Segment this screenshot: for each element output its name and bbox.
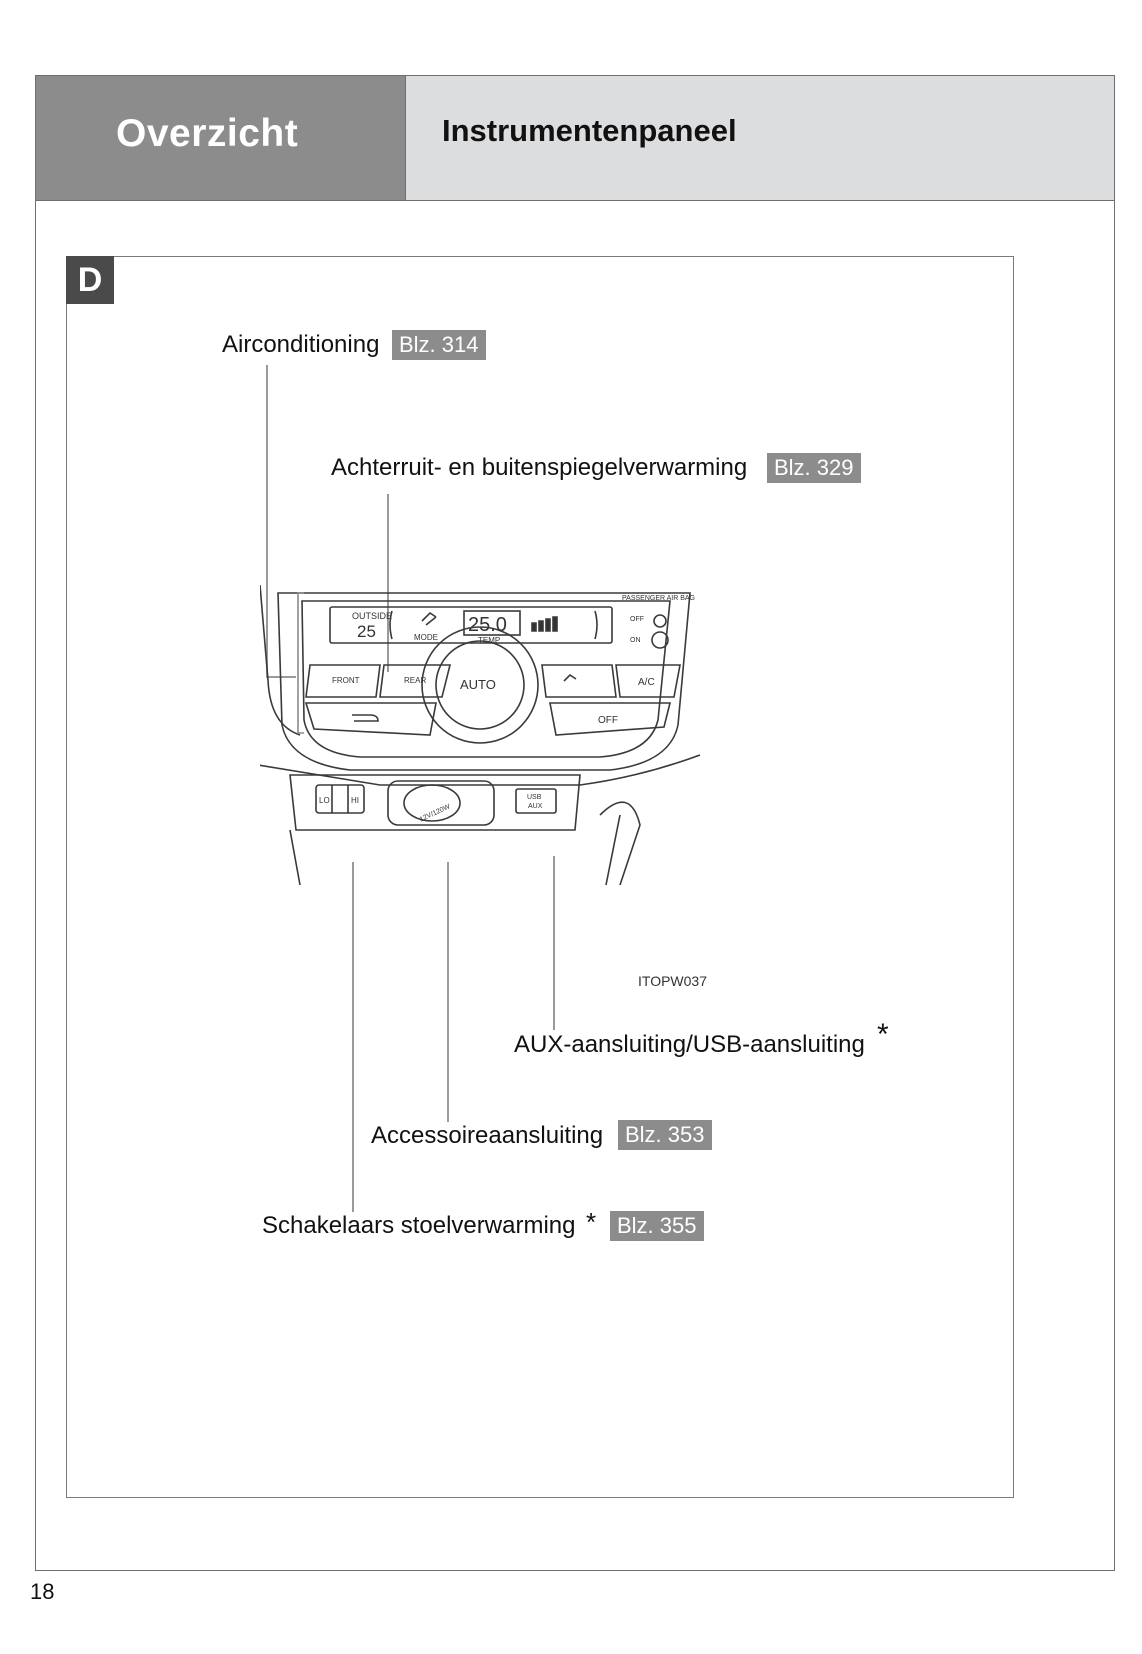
recirculation-icon <box>352 714 379 722</box>
recirculation-button <box>304 702 437 736</box>
usb-port-label: USB <box>527 794 542 801</box>
display-set-temp: 25.0 <box>468 614 507 636</box>
airbag-off-indicator: OFF <box>630 616 644 623</box>
callout-accessory-socket: Accessoireaansluiting <box>371 1122 604 1149</box>
display-mode-label: MODE <box>414 633 438 642</box>
callout-airconditioning: Airconditioning <box>222 331 380 358</box>
footnote-asterisk: * <box>586 1207 597 1237</box>
aux-port-label: AUX <box>528 803 543 810</box>
callout-seat-heater: Schakelaars stoelverwarming <box>262 1212 576 1239</box>
temperature-knob-ring <box>421 626 539 744</box>
footnote-asterisk: * <box>877 1018 889 1051</box>
leader-line-accessory-socket <box>447 862 449 1122</box>
dashboard-edge-icon <box>260 754 700 786</box>
airflow-button <box>541 664 617 698</box>
auto-button-label: AUTO <box>460 677 496 692</box>
console-side-icon <box>599 801 641 886</box>
display-bracket-icon <box>594 610 598 640</box>
subsection-header <box>406 75 1115 201</box>
climate-display <box>329 606 613 644</box>
fan-off-label: OFF <box>598 715 618 726</box>
airflow-mode-icon <box>421 611 437 626</box>
leader-line-airconditioning <box>266 365 268 677</box>
dashboard-outline-icon <box>277 592 691 771</box>
airbag-label: PASSENGER AIR BAG <box>622 595 695 602</box>
leader-line-seat-heater <box>352 862 354 1212</box>
subsection-title: Instrumentenpaneel <box>442 113 737 148</box>
front-defog-button <box>305 664 381 698</box>
callout-rear-defogger: Achterruit- en buitenspiegelverwarming <box>331 454 748 481</box>
display-bracket-icon <box>389 610 393 640</box>
fan-level-icon <box>531 616 558 632</box>
section-letter-badge: D <box>66 256 114 304</box>
display-outside-label: OUTSIDE <box>352 611 392 621</box>
rear-defog-button <box>379 664 452 698</box>
leader-line-rear-defogger <box>387 494 389 672</box>
page-ref-accessory-socket[interactable]: Blz. 353 <box>618 1120 712 1150</box>
seat-heater-lo: LO <box>319 796 330 805</box>
callout-aux-usb: AUX-aansluiting/USB-aansluiting <box>514 1031 865 1058</box>
fan-off-button <box>549 702 672 736</box>
airflow-icon <box>563 673 577 682</box>
page-number: 18 <box>30 1579 55 1604</box>
lower-console-outline-icon <box>289 774 581 831</box>
seat-heater-switches <box>315 784 365 814</box>
airbag-off-icon <box>653 614 667 628</box>
dashboard-edge-icon <box>260 585 301 736</box>
usb-aux-port <box>515 788 557 814</box>
leader-line-aux-usb <box>553 856 555 1030</box>
airbag-on-icon <box>651 631 669 649</box>
console-side-icon <box>289 829 301 886</box>
display-temp-label: TEMP <box>478 636 500 645</box>
page-ref-airconditioning[interactable]: Blz. 314 <box>392 330 486 360</box>
page-ref-seat-heater[interactable]: Blz. 355 <box>610 1211 704 1241</box>
content-panel <box>66 256 1014 1498</box>
rear-defog-label: REAR <box>404 676 426 685</box>
ac-button-label: A/C <box>638 677 655 688</box>
console-side-icon <box>605 814 621 886</box>
seat-heater-hi: HI <box>351 796 359 805</box>
accessory-socket-recess <box>387 780 495 826</box>
bracket-icon <box>297 592 304 734</box>
display-outside-temp: 25 <box>357 622 376 641</box>
dashboard-inner-outline-icon <box>301 600 671 758</box>
section-header <box>35 75 406 201</box>
ac-button <box>615 664 681 698</box>
accessory-socket-cap <box>403 784 461 822</box>
climate-control-illustration: OUTSIDE 25 MODE 25.0 TEMP PASSENGER AIR … <box>260 585 700 886</box>
temperature-knob <box>435 640 525 730</box>
airbag-on-indicator: ON <box>630 637 641 644</box>
page-ref-rear-defogger[interactable]: Blz. 329 <box>767 453 861 483</box>
section-title: Overzicht <box>116 112 299 155</box>
temp-readout-box <box>463 610 521 636</box>
front-defog-label: FRONT <box>332 676 360 685</box>
figure-code: ITOPW037 <box>638 973 707 989</box>
